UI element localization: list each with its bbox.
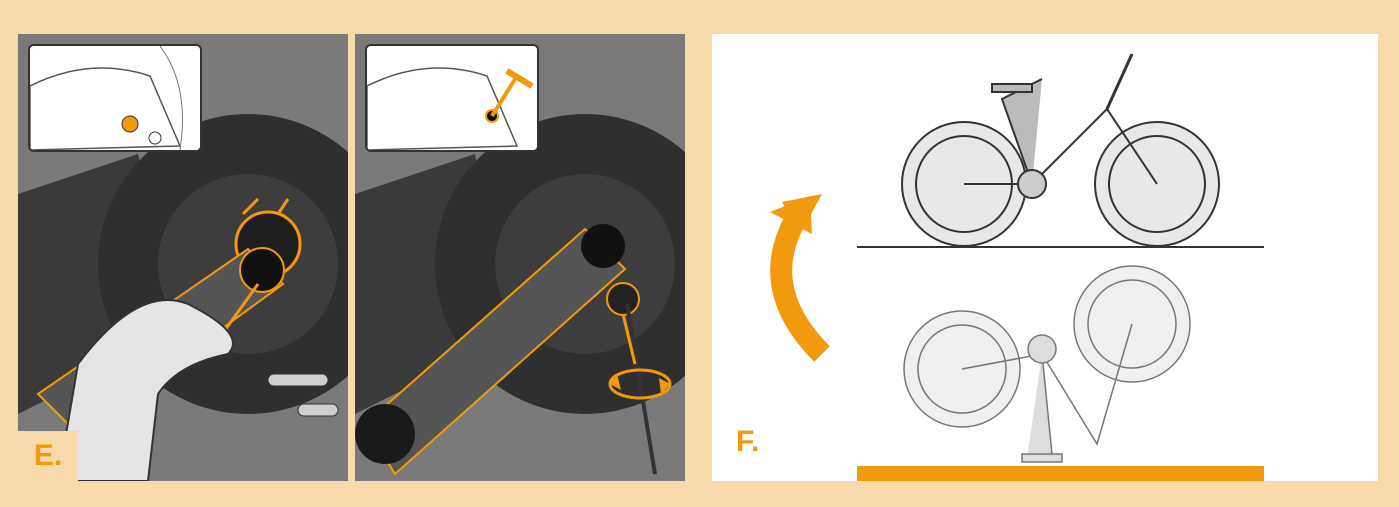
inverted-bike (903, 265, 1191, 463)
step-f-flip-panel: F. (712, 34, 1378, 481)
curved-arrow-icon (770, 202, 830, 362)
step-f-label: F. (736, 425, 760, 458)
detail-inset-e (28, 44, 202, 152)
step-e-label: E. (18, 431, 78, 481)
step-e-hex-key-panel (355, 34, 685, 481)
hex-key-detail-illustration (367, 46, 537, 150)
flip-bike-illustration (712, 34, 1378, 481)
motor-detail-illustration (30, 46, 200, 150)
hex-key-icon (505, 68, 534, 89)
detail-inset-e2 (365, 44, 539, 152)
step-e-crank-panel: E. (18, 34, 348, 481)
ground-highlight (857, 466, 1264, 481)
upright-bike (901, 53, 1220, 247)
